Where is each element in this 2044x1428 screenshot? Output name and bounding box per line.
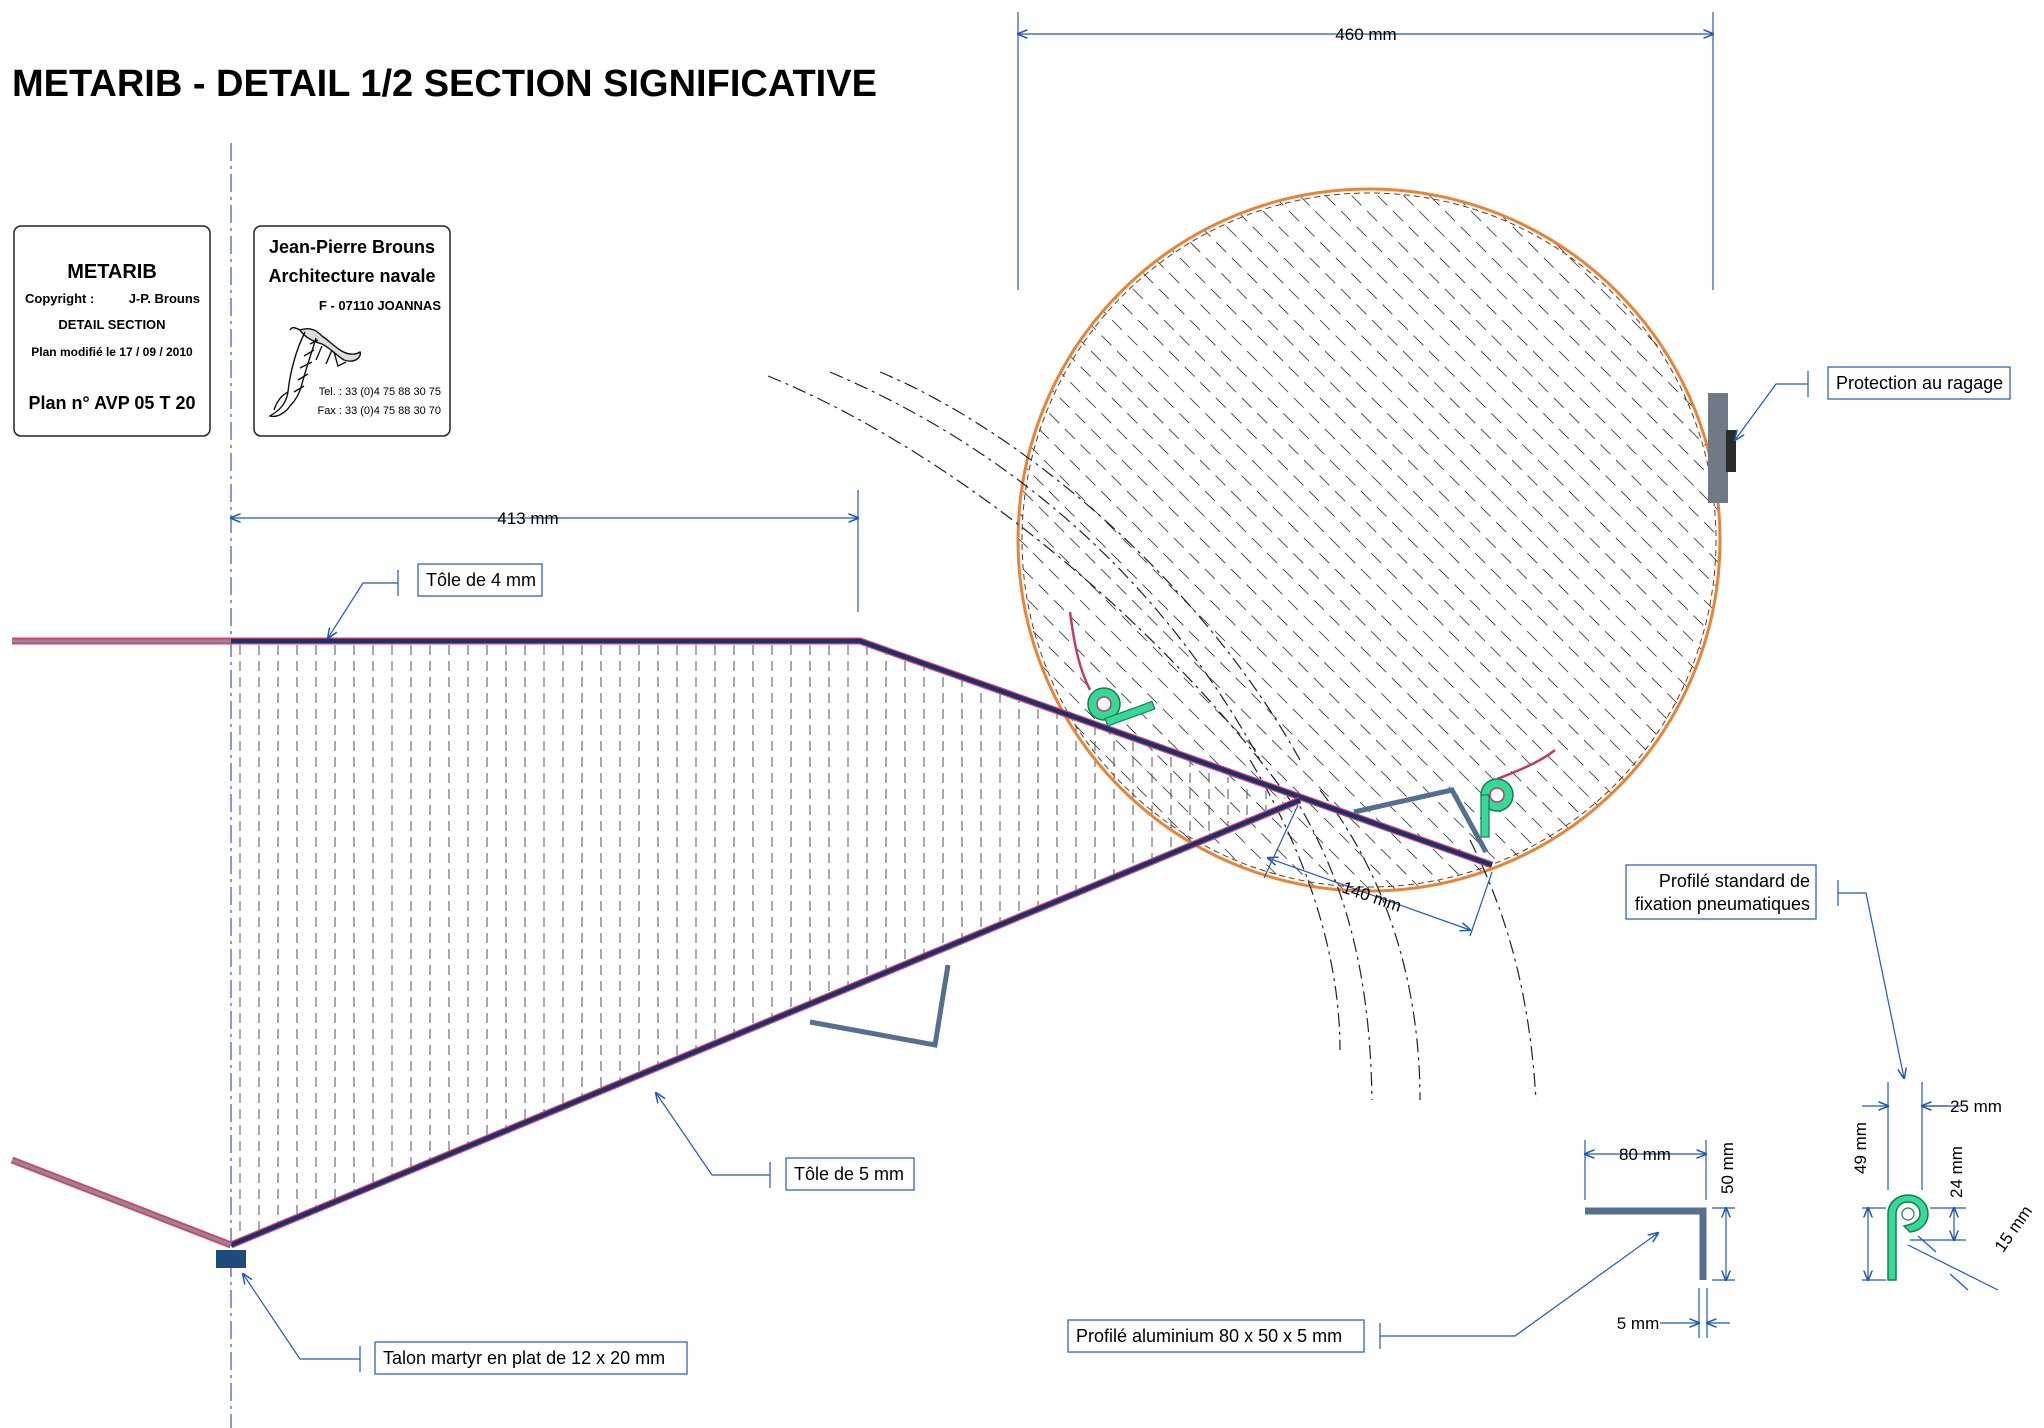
dim-chine-width: 140 mm [1340,878,1404,916]
hatch-line [1647,189,1720,891]
hatch-line [1018,189,1225,891]
hatch-line [1231,189,1720,891]
label-pneumatic-profile-1: Profilé standard de [1659,871,1810,891]
title-block-modified: Plan modifié le 17 / 09 / 2010 [31,345,193,359]
keel-bar [216,1250,246,1268]
hatch-line [1673,189,1720,891]
hatch-line [1804,180,2044,900]
hatch-line [1726,180,2044,900]
hatch-line [1018,189,1173,891]
hatch-line [1752,180,2044,900]
construction-arcs [767,371,1537,1101]
dim-angle-thickness: 5 mm [1617,1314,1660,1333]
dim-profile-height: 49 mm [1851,1122,1870,1174]
title-block-copyright-label: Copyright : [25,291,94,306]
hatch-line [1018,189,1459,891]
title-block-plan-number: Plan n° AVP 05 T 20 [29,393,196,413]
label-rub-strake: Protection au ragage [1836,373,2003,393]
author-fax: Fax : 33 (0)4 75 88 30 70 [317,405,441,417]
hatch-line [1018,189,1719,891]
hatch-line [1621,189,1720,891]
hatch-line [1101,189,1720,891]
hatch-line [1049,189,1720,891]
hatch-line [1543,189,1720,891]
hatch-line [1569,189,1720,891]
hatch-line [1335,189,1720,891]
hatch-line [1018,189,1277,891]
label-keel-bar: Talon martyr en plat de 12 x 20 mm [383,1348,665,1368]
dim-deck-width: 413 mm [497,509,558,528]
hatch-line [1127,189,1720,891]
dim-profile-diag: 15 mm [1991,1202,2036,1255]
label-pneumatic-profile-2: fixation pneumatiques [1635,894,1810,914]
hatch-line [1018,189,1329,891]
hatch-line [1018,189,1303,891]
hatch-line [1018,189,1563,891]
hull-plates [10,637,1494,1268]
author-profession: Architecture navale [268,266,435,286]
hatch-line [1018,189,1485,891]
title-block-subject: DETAIL SECTION [58,317,165,332]
dim-profile-inner: 24 mm [1947,1146,1966,1198]
hatch-line [1491,189,1720,891]
label-alu-profile: Profilé aluminium 80 x 50 x 5 mm [1076,1326,1342,1346]
hatch-line [1465,189,1720,891]
hatch-line [1205,189,1720,891]
drawing-title: METARIB - DETAIL 1/2 SECTION SIGNIFICATI… [12,63,877,105]
dim-profile-width: 25 mm [1950,1097,2002,1116]
title-block: METARIB Copyright : J-P. Brouns DETAIL S… [13,225,211,437]
label-deck-plate: Tôle de 4 mm [426,570,536,590]
hatch-line [1257,189,1720,891]
hatch-line [1517,189,1720,891]
hatch-line [1018,189,1381,891]
hatch-line [1018,189,1121,891]
leaders [243,371,1904,1372]
author-block: Jean-Pierre Brouns Architecture navale F… [253,225,451,437]
alu-angles [809,787,1489,1048]
dim-angle-height: 50 mm [1718,1142,1737,1194]
author-tel: Tel. : 33 (0)4 75 88 30 75 [319,386,441,398]
dim-tube-diameter: 460 mm [1335,25,1396,44]
hatch-line [1018,189,1693,891]
hatch-line [1018,189,1537,891]
hatch-line [1361,189,1720,891]
hatch-line [1699,189,1720,891]
dimension-lines [231,12,1713,937]
hatch-line [1778,180,2044,900]
detail-pneumatic-profile: 25 mm 49 mm 24 mm 15 mm [1851,1082,2036,1291]
hatch-line [1595,189,1720,891]
author-name: Jean-Pierre Brouns [269,237,435,257]
hatch-line [1023,189,1720,891]
hatch-line [1018,189,1355,891]
dim-angle-width: 80 mm [1619,1145,1671,1164]
hatch-line [1018,189,1407,891]
hatch-line [1018,189,1433,891]
dolphin-logo-icon [268,327,362,418]
author-address: F - 07110 JOANNAS [319,298,441,313]
hatch-line [1283,189,1720,891]
hatch-line [1018,189,1641,891]
pneumatic-profiles [1068,611,1556,838]
hatch-line [1018,189,1199,891]
title-block-copyright-value: J-P. Brouns [129,291,200,306]
label-hull-plate: Tôle de 5 mm [794,1164,904,1184]
hatch-line [1153,189,1720,891]
detail-alu-angle: 80 mm 50 mm 5 mm [1585,1140,1737,1338]
hatch-line [1018,189,1251,891]
hatch-line [1179,189,1720,891]
hatch-line [1309,189,1720,891]
hatch-line [1018,189,1511,891]
hatch-line [1439,189,1720,891]
rub-strake [1708,393,1736,503]
hatch-line [1018,189,1667,891]
hatch-line [1018,189,1589,891]
hatch-line [1018,189,1069,891]
title-block-name: METARIB [67,261,157,283]
